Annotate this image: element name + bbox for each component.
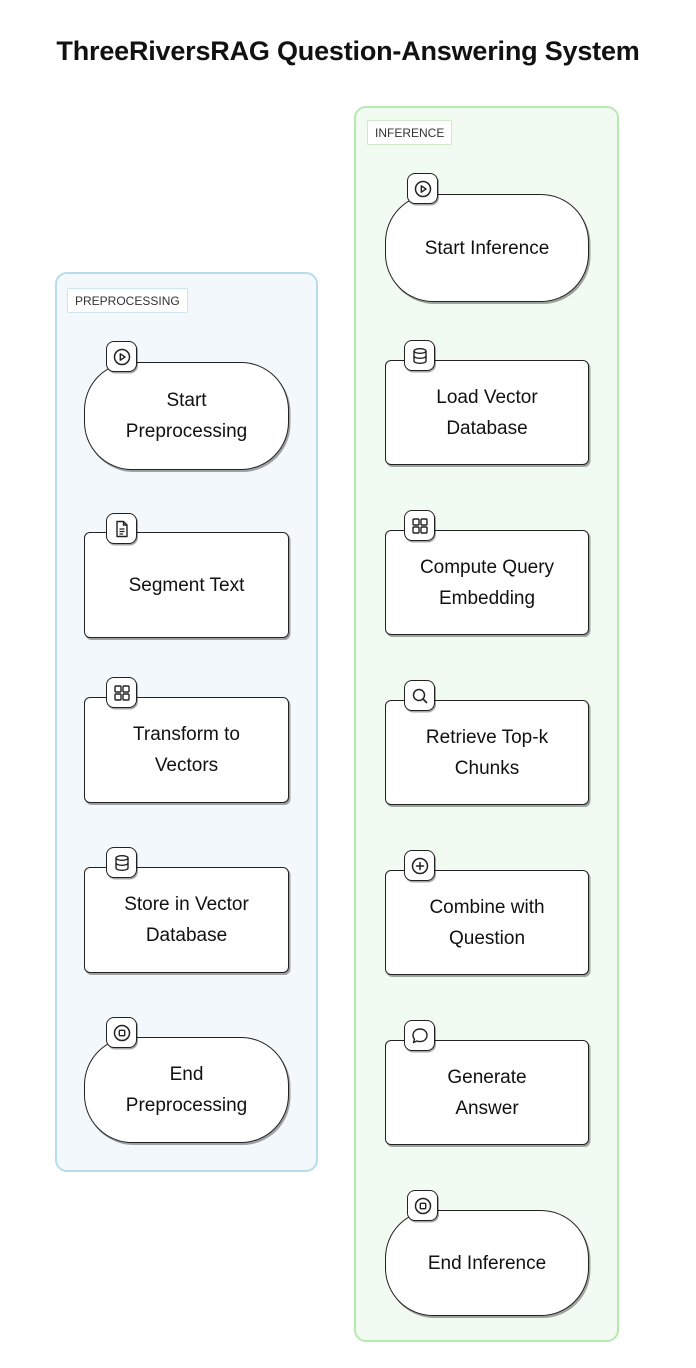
node-store-in-vector-database[interactable]: Store in Vector Database <box>84 867 289 973</box>
node-generate-answer[interactable]: Generate Answer <box>385 1040 589 1145</box>
play-circle-icon <box>407 173 438 204</box>
document-icon <box>106 513 137 544</box>
lane-label-preprocessing: PREPROCESSING <box>67 288 188 313</box>
chat-bubble-icon <box>404 1020 435 1051</box>
node-label: Generate Answer <box>447 1066 527 1119</box>
node-label: Store in Vector Database <box>124 894 249 946</box>
node-compute-query-embedding[interactable]: Compute Query Embedding <box>385 530 589 635</box>
node-label: End Inference <box>427 1252 547 1274</box>
node-retrieve-top-k-chunks[interactable]: Retrieve Top-k Chunks <box>385 700 589 805</box>
node-start-inference[interactable]: Start Inference <box>385 194 589 302</box>
stop-circle-icon <box>106 1017 137 1048</box>
search-icon <box>404 680 435 711</box>
diagram-title: ThreeRiversRAG Question-Answering System <box>56 36 640 66</box>
database-icon <box>106 847 137 878</box>
node-label: Load Vector Database <box>436 386 538 439</box>
node-label: Transform to Vectors <box>133 724 240 776</box>
node-load-vector-database[interactable]: Load Vector Database <box>385 360 589 465</box>
stop-circle-icon <box>407 1190 438 1221</box>
database-icon <box>404 340 435 371</box>
node-label: Combine with Question <box>429 896 545 949</box>
grid-icon <box>404 510 435 541</box>
node-combine-with-question[interactable]: Combine with Question <box>385 870 589 975</box>
node-transform-to-vectors[interactable]: Transform to Vectors <box>84 697 289 803</box>
node-label: Start Inference <box>424 237 550 259</box>
node-end-inference[interactable]: End Inference <box>385 1210 589 1316</box>
node-end-preprocessing[interactable]: End Preprocessing <box>84 1037 289 1143</box>
lane-label-inference: INFERENCE <box>367 120 453 145</box>
node-label: Compute Query Embedding <box>419 556 555 609</box>
node-label: End Preprocessing <box>125 1064 248 1116</box>
grid-icon <box>106 677 137 708</box>
node-segment-text[interactable]: Segment Text <box>84 532 289 638</box>
node-label: Retrieve Top-k Chunks <box>425 726 549 779</box>
node-start-preprocessing[interactable]: Start Preprocessing <box>84 362 289 470</box>
node-label: Segment Text <box>128 574 245 596</box>
plus-circle-icon <box>404 850 435 881</box>
node-label: Start Preprocessing <box>125 390 248 442</box>
play-circle-icon <box>106 341 137 372</box>
